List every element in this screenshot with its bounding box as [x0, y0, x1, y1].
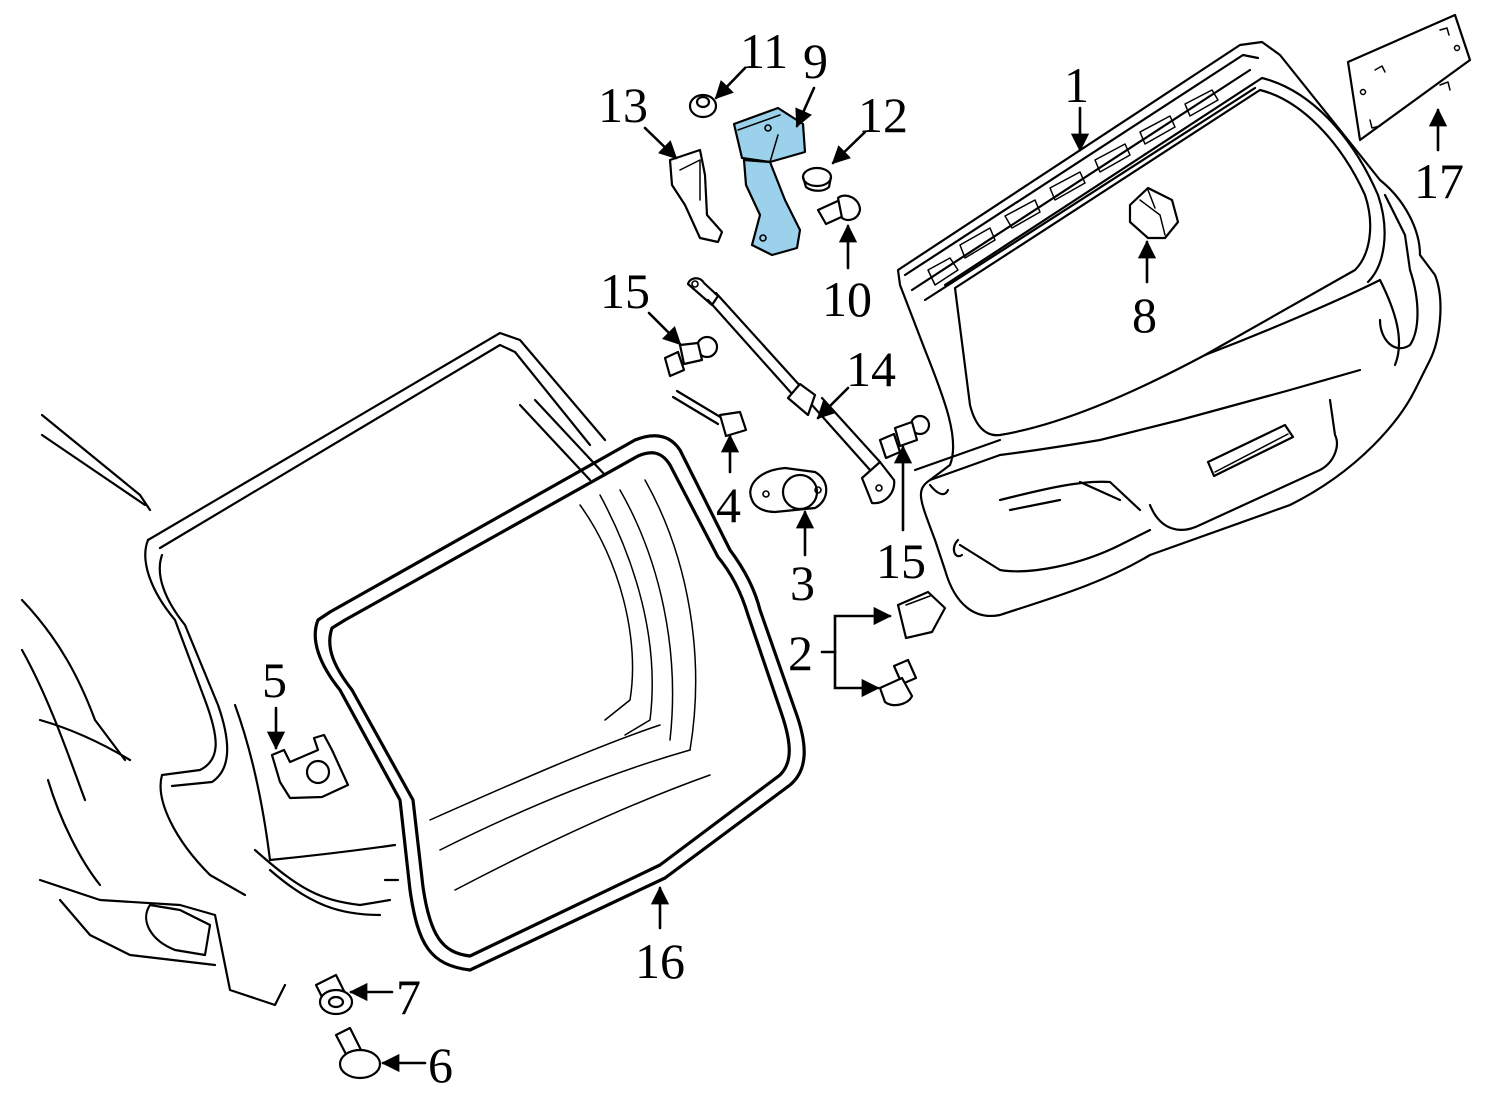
- callout-6: 6: [428, 1037, 453, 1093]
- part-2-bolt: [878, 658, 918, 707]
- callout-1: 1: [1064, 57, 1089, 113]
- leader-lines: [266, 66, 1448, 1073]
- part-3-striker: [749, 466, 828, 514]
- callout-14: 14: [846, 341, 896, 397]
- hinge-highlighted: [732, 106, 807, 257]
- callout-15-upper: 15: [600, 263, 650, 319]
- callout-labels: 1 2 3 4 5 6 7 8 9 10 11 12 13 14 15 15 1…: [262, 23, 1464, 1093]
- part-8-bracket: [1128, 186, 1180, 240]
- part-7-bumper: [314, 973, 354, 1016]
- callout-5: 5: [262, 652, 287, 708]
- part-15-ball-stud-lower: [878, 414, 931, 460]
- callout-8: 8: [1132, 287, 1157, 343]
- callout-17: 17: [1414, 153, 1464, 209]
- callout-13: 13: [598, 77, 648, 133]
- callout-10: 10: [822, 271, 872, 327]
- part-13-trim: [668, 148, 724, 244]
- leader-12: [831, 130, 867, 165]
- callout-11: 11: [740, 23, 788, 79]
- tailgate-assembly: [896, 40, 1442, 617]
- callout-12: 12: [858, 87, 908, 143]
- leader-2-lower: [833, 650, 880, 698]
- part-5-latch: [270, 733, 350, 800]
- leader-2-upper: [833, 606, 892, 654]
- callout-7: 7: [396, 969, 421, 1025]
- callout-3: 3: [790, 555, 815, 611]
- license-plate-bracket: [1346, 13, 1472, 142]
- callout-15-lower: 15: [876, 533, 926, 589]
- leader-9: [795, 86, 816, 128]
- part-15-ball-stud-upper: [663, 335, 719, 378]
- part-11-nut: [688, 93, 718, 119]
- leader-14: [816, 386, 850, 420]
- callout-9: 9: [803, 33, 828, 89]
- weatherstrip-seal: [313, 434, 806, 972]
- leader-15-upper: [647, 311, 682, 346]
- part-2-buffer: [896, 590, 947, 640]
- part-4-pin: [671, 389, 748, 438]
- callout-4: 4: [716, 477, 741, 533]
- leader-13: [643, 126, 678, 160]
- vehicle-rear-body: [20, 331, 607, 1007]
- callout-2: 2: [788, 625, 813, 681]
- part-6-stop: [334, 1026, 382, 1080]
- callout-16: 16: [635, 933, 685, 989]
- part-10-bolt: [816, 194, 862, 226]
- rear-glass-frame-lines: [429, 479, 711, 891]
- leader-11: [714, 66, 747, 100]
- part-12-grommet: [801, 166, 833, 192]
- part-14-gas-strut: [686, 277, 896, 505]
